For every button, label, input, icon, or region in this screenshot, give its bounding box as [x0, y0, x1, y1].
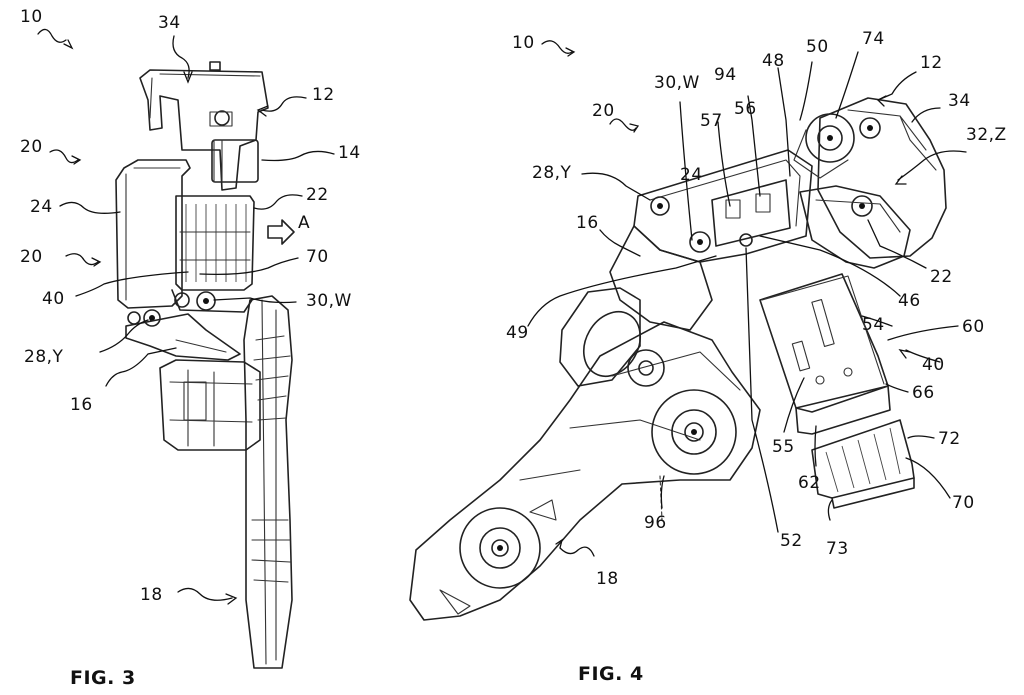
fig3-label-14: 14: [338, 143, 361, 163]
fig4-leaders: [527, 40, 967, 557]
fig3-drawing: [115, 61, 295, 669]
fig4-label-94: 94: [714, 65, 737, 85]
fig3-label-30w: 30,W: [306, 291, 352, 311]
fig4-battery-base-66: [795, 385, 891, 435]
fig4-label-22: 22: [930, 267, 953, 287]
fig4-pivot-30w: [689, 231, 711, 253]
fig3-battery-unit: [175, 195, 255, 291]
fig4-label-72: 72: [938, 429, 961, 449]
fig4-cage-pivot: [627, 349, 665, 387]
fig4-pivot-28y: [650, 196, 670, 216]
fig3-bracket-detail: [149, 73, 261, 119]
fig4-label-70: 70: [952, 493, 975, 513]
fig3-label-28y: 28,Y: [24, 347, 64, 367]
fig3-pivot-30w: [196, 291, 216, 311]
fig4-cartridge-base-73: [831, 477, 915, 509]
fig4-label-50: 50: [806, 37, 829, 57]
fig4-label-54: 54: [862, 315, 885, 335]
fig3-leaders: [37, 28, 335, 605]
fig3-top-nub: [209, 61, 221, 71]
fig3-label-20a: 20: [20, 137, 43, 157]
fig3-motor-block: [211, 139, 259, 183]
fig4-screw-34: [859, 117, 881, 139]
fig3-upper-pulley: [253, 335, 291, 421]
fig4-label-96: 96: [644, 513, 667, 533]
fig4-battery-window: [711, 179, 791, 247]
fig3-top-bracket: [139, 69, 269, 191]
fig4-label-66: 66: [912, 383, 935, 403]
fig4-label-57: 57: [700, 111, 723, 131]
fig3-label-34: 34: [158, 13, 181, 33]
fig3-pivot-28y: [143, 309, 161, 327]
fig3-labels: 10 34 12 20 14 24 22 A 20 70 40 30,W 28,…: [20, 7, 361, 689]
fig4-top-bracket: [817, 97, 947, 259]
fig4-label-60: 60: [962, 317, 985, 337]
fig4-slot-54: [811, 298, 835, 348]
fig3-screw-top: [214, 110, 230, 126]
fig4-label-48: 48: [762, 51, 785, 71]
fig4-contact-57: [725, 199, 741, 219]
fig4-label-74: 74: [862, 29, 885, 49]
fig4-label-20: 20: [592, 101, 615, 121]
fig4-contact-56: [755, 193, 771, 213]
fig3-caption: FIG. 3: [70, 667, 136, 689]
fig4-pivot-32z: [851, 195, 873, 217]
fig3-label-70: 70: [306, 247, 329, 267]
fig3-housing-24: [115, 159, 191, 309]
fig4-label-46: 46: [898, 291, 921, 311]
fig4-label-16: 16: [576, 213, 599, 233]
fig4-label-55: 55: [772, 437, 795, 457]
fig4-label-49: 49: [506, 323, 529, 343]
fig3-link-16: [125, 313, 241, 361]
fig4-drawing: [409, 97, 947, 621]
fig4-slot-55: [791, 340, 811, 372]
fig4-label-56: 56: [734, 99, 757, 119]
fig4-cage-18: [409, 321, 761, 621]
fig4-label-52: 52: [780, 531, 803, 551]
fig4-barrel-74: [805, 113, 855, 163]
fig3-label-22: 22: [306, 185, 329, 205]
fig4-label-28y: 28,Y: [532, 163, 572, 183]
fig3-label-12: 12: [312, 85, 335, 105]
fig3-label-18: 18: [140, 585, 163, 605]
fig3-cage-plate-18: [243, 295, 293, 669]
fig4-label-18: 18: [596, 569, 619, 589]
fig3-lower-pulley: [251, 519, 291, 583]
fig3-battery-base: [171, 289, 253, 313]
fig4-labels: 10 30,W 94 48 50 74 12 20 57 56 34 28,Y …: [506, 29, 1007, 685]
fig4-chain-96: [659, 475, 663, 521]
fig4-label-40: 40: [922, 355, 945, 375]
fig4-label-12: 12: [920, 53, 943, 73]
fig3-label-a: A: [298, 213, 310, 233]
fig4-upper-pulley: [651, 389, 737, 475]
fig4-label-30w: 30,W: [654, 73, 700, 93]
fig4-label-73: 73: [826, 539, 849, 559]
fig3-label-10: 10: [20, 7, 43, 27]
fig4-caption: FIG. 4: [578, 663, 644, 685]
fig3-label-16: 16: [70, 395, 93, 415]
fig3-lower-body: [159, 359, 261, 451]
fig4-label-10: 10: [512, 33, 535, 53]
fig4-label-32z: 32,Z: [966, 125, 1007, 145]
fig4-port-46: [739, 233, 753, 247]
fig4-label-62: 62: [798, 473, 821, 493]
fig4-motor-49: [559, 287, 641, 387]
fig3-label-20b: 20: [20, 247, 43, 267]
fig4-label-24: 24: [680, 165, 703, 185]
fig4-label-34: 34: [948, 91, 971, 111]
fig3-label-40: 40: [42, 289, 65, 309]
fig3-arrow-a: [267, 219, 295, 245]
fig3-label-24: 24: [30, 197, 53, 217]
fig4-base-22: [799, 185, 911, 269]
fig4-lower-pulley: [459, 507, 541, 589]
